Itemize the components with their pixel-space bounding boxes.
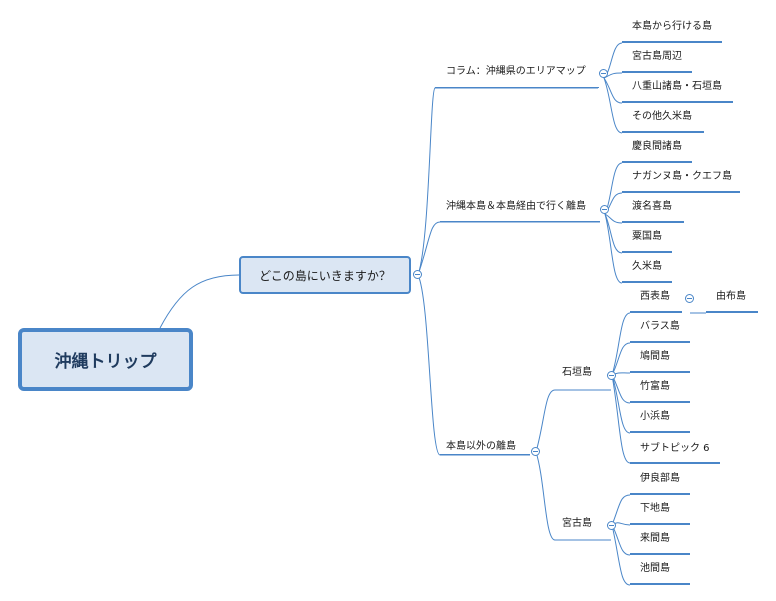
leaf-label[interactable]: その他久米島 — [632, 111, 692, 122]
leaf-label[interactable]: 久米島 — [632, 261, 662, 272]
branch-underline — [435, 87, 599, 88]
leaf-label[interactable]: 慶良間諸島 — [632, 141, 682, 152]
leaf-underline — [630, 401, 690, 403]
collapse-icon[interactable] — [599, 69, 608, 78]
leaf-underline — [630, 341, 690, 343]
leaf-label[interactable]: ナガンヌ島・クエフ島 — [632, 171, 732, 182]
collapse-icon[interactable] — [600, 205, 609, 214]
central-topic[interactable]: 沖縄トリップ — [18, 328, 193, 391]
leaf-underline — [630, 523, 690, 525]
leaf-label[interactable]: 来間島 — [640, 533, 670, 544]
branch-label[interactable]: 本島以外の離島 — [446, 441, 516, 452]
leaf-underline — [630, 462, 720, 464]
branch-underline — [440, 454, 530, 455]
leaf-label[interactable]: 小浜島 — [640, 411, 670, 422]
leaf-label[interactable]: 下地島 — [640, 503, 670, 514]
leaf-underline — [622, 101, 733, 103]
leaf-underline — [622, 71, 692, 73]
leaf-underline — [622, 221, 684, 223]
sub-branch-label[interactable]: 宮古島 — [562, 518, 592, 529]
leaf-underline — [622, 131, 704, 133]
collapse-icon[interactable] — [531, 447, 540, 456]
leaf-label[interactable]: 鳩間島 — [640, 351, 670, 362]
leaf-underline — [630, 583, 690, 585]
leaf-underline — [622, 251, 672, 253]
main-topic[interactable]: どこの島にいきますか？ — [239, 256, 411, 294]
leaf-label[interactable]: 粟国島 — [632, 231, 662, 242]
leaf-label[interactable]: 池間島 — [640, 563, 670, 574]
leaf-underline — [706, 311, 758, 313]
leaf-label[interactable]: 本島から行ける島 — [632, 21, 712, 32]
leaf-label[interactable]: 西表島 — [640, 291, 670, 302]
leaf-label[interactable]: サブトピック 6 — [640, 443, 710, 454]
leaf-underline — [622, 41, 722, 43]
collapse-icon[interactable] — [685, 294, 694, 303]
leaf-label[interactable]: 竹富島 — [640, 381, 670, 392]
leaf-underline — [630, 431, 690, 433]
leaf-underline — [630, 493, 690, 495]
leaf-label[interactable]: 伊良部島 — [640, 473, 680, 484]
collapse-icon[interactable] — [607, 371, 616, 380]
leaf-label[interactable]: 宮古島周辺 — [632, 51, 682, 62]
leaf-label[interactable]: 八重山諸島・石垣島 — [632, 81, 722, 92]
branch-underline — [440, 221, 600, 222]
branch-label[interactable]: コラム：沖縄県のエリアマップ — [446, 66, 586, 77]
collapse-icon[interactable] — [413, 270, 422, 279]
leaf-label[interactable]: バラス島 — [640, 321, 680, 332]
leaf-underline — [622, 191, 740, 193]
branch-label[interactable]: 沖縄本島＆本島経由で行く離島 — [446, 201, 586, 212]
sub-branch-label[interactable]: 石垣島 — [562, 367, 592, 378]
leaf-underline — [630, 371, 690, 373]
leaf-underline — [622, 281, 672, 283]
collapse-icon[interactable] — [607, 521, 616, 530]
leaf-label[interactable]: 由布島 — [716, 291, 746, 302]
leaf-underline — [630, 311, 682, 313]
leaf-underline — [630, 553, 690, 555]
leaf-label[interactable]: 渡名喜島 — [632, 201, 672, 212]
leaf-underline — [622, 161, 692, 163]
